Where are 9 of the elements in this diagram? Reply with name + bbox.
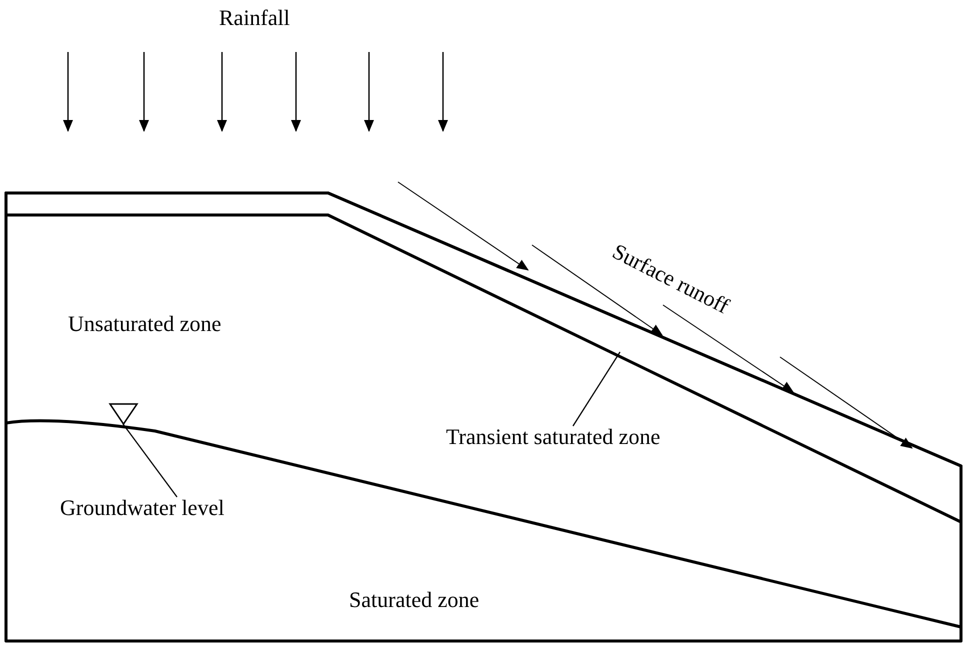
diagram-label: Unsaturated zone (68, 310, 222, 338)
leader-line (122, 424, 178, 498)
water-level-symbol (108, 403, 138, 426)
diagram-label: Rainfall (219, 4, 290, 32)
saturated-band (4, 192, 962, 524)
leader-line (572, 352, 620, 426)
diagram-label: Saturated zone (349, 586, 480, 614)
zone-label: Transient saturated zone (446, 423, 660, 451)
zone-label: Groundwater level (60, 494, 224, 522)
